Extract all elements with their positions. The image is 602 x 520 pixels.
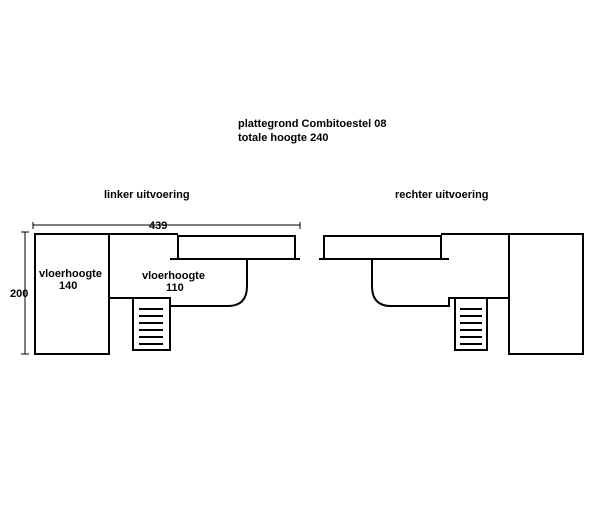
- left-floor-plan: [21, 222, 301, 355]
- room-1-floor-value: 140: [59, 280, 77, 292]
- right-room-1-block: [508, 233, 584, 355]
- plan-subtitle: totale hoogte 240: [238, 132, 329, 144]
- right-slide-out-platform: [323, 235, 442, 260]
- right-stairs-treads: [460, 308, 482, 345]
- right-floor-plan: [319, 233, 584, 355]
- left-variant-heading: linker uitvoering: [104, 189, 190, 201]
- room-2-floor-label: vloerhoogte: [142, 270, 205, 282]
- slide-out-platform: [177, 235, 296, 260]
- right-stairs-frame: [454, 297, 488, 351]
- right-variant-heading: rechter uitvoering: [395, 189, 489, 201]
- right-room-2-outline: [371, 233, 510, 307]
- plan-title: plattegrond Combitoestel 08: [238, 118, 387, 130]
- dimension-height-label: 200: [10, 288, 28, 300]
- stairs-frame: [132, 297, 171, 351]
- room-1-floor-label: vloerhoogte: [39, 268, 102, 280]
- left-stairs-treads: [139, 308, 163, 345]
- room-1-block: [34, 233, 110, 355]
- room-2-floor-value: 110: [166, 282, 184, 294]
- dimension-width-label: 439: [149, 220, 167, 232]
